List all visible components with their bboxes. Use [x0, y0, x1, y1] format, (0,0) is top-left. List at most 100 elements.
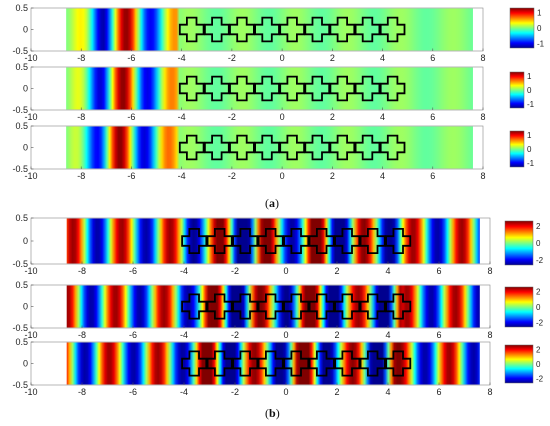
cross-scatterer-2 [204, 75, 230, 102]
colorbar-gradient [504, 220, 534, 266]
cross-scatterer-8 [354, 75, 381, 102]
x-tick-label: 4 [380, 53, 385, 63]
cross-scatterer-9 [379, 16, 406, 43]
caption-b-close: ) [275, 406, 280, 420]
y-tick-label: 0 [23, 302, 28, 312]
cross-scatterer-5 [279, 16, 305, 43]
colorbar-tick-label: 1 [537, 9, 542, 18]
field-map [66, 342, 480, 385]
colorbar-4: 20-2 [504, 220, 544, 266]
cross-scatterer-5 [279, 75, 305, 102]
x-tick-label: 0 [280, 171, 285, 181]
colorbar-tick-label: -1 [527, 100, 535, 109]
x-tick-label: 8 [480, 53, 485, 63]
cross-scatterer-7 [329, 134, 356, 161]
cross-scatterer-8 [354, 134, 381, 161]
x-tick-label: -2 [228, 112, 236, 122]
cross-scatterer-7 [329, 75, 356, 102]
x-tick-label: 6 [436, 387, 441, 397]
cross-scatterer-9 [385, 293, 412, 320]
cross-scatterer-4 [254, 75, 280, 102]
colorbar-tick-label: 0 [527, 145, 532, 154]
x-tick-label: 2 [330, 112, 335, 122]
cross-scatterer-1 [181, 350, 208, 377]
x-tick-label: -10 [24, 171, 37, 181]
x-tick-label: 0 [283, 387, 288, 397]
colorbar-6: 20-2 [504, 344, 544, 384]
y-tick-label: 0.5 [15, 3, 28, 13]
x-tick-label: 8 [487, 387, 492, 397]
x-tick-label: 8 [487, 266, 492, 276]
y-tick-label: 0 [23, 359, 28, 369]
colorbar-gradient [504, 286, 534, 328]
x-tick-label: -2 [231, 266, 239, 276]
colorbar-tick-label: -2 [536, 256, 544, 265]
colorbar-gradient [504, 344, 534, 384]
colorbar-tick-label: 2 [536, 288, 541, 297]
cross-scatterer-2 [204, 16, 230, 43]
colorbar-gradient [509, 130, 525, 168]
x-tick-label: -6 [127, 53, 135, 63]
cross-scatterer-6 [304, 75, 331, 102]
x-tick-label: -10 [24, 387, 37, 397]
x-tick-label: 8 [480, 171, 485, 181]
caption-a-letter: a [269, 196, 275, 210]
cross-scatterer-4 [254, 134, 280, 161]
cross-scatterer-7 [334, 228, 361, 254]
caption-a: (a) [265, 196, 279, 211]
caption-b-open: ( [265, 406, 269, 420]
cross-scatterer-2 [206, 293, 233, 320]
x-tick-label: -4 [178, 53, 186, 63]
colorbar-tick-label: 0 [537, 24, 542, 33]
cross-scatterer-8 [359, 293, 386, 320]
x-tick-label: 2 [334, 330, 339, 340]
cross-scatterer-2 [206, 350, 233, 377]
cross-scatterer-9 [379, 134, 406, 161]
cross-scatterer-5 [283, 228, 310, 254]
cross-scatterer-3 [232, 350, 259, 377]
cross-scatterer-7 [334, 293, 361, 320]
colorbar-tick-label: 0 [536, 360, 541, 369]
cross-scatterer-4 [257, 293, 284, 320]
x-tick-label: 2 [330, 53, 335, 63]
cross-scatterer-1 [181, 228, 208, 254]
y-tick-label: 0 [23, 25, 28, 35]
cross-scatterer-9 [385, 350, 412, 377]
colorbar-tick-label: 2 [536, 222, 541, 231]
x-tick-label: 0 [280, 53, 285, 63]
x-tick-label: -4 [178, 171, 186, 181]
x-tick-label: 6 [430, 53, 435, 63]
x-tick-label: -6 [127, 112, 135, 122]
x-tick-label: 6 [436, 330, 441, 340]
colorbar-tick-label: -2 [536, 318, 544, 327]
colorbar-gradient [509, 7, 535, 49]
x-tick-label: -6 [129, 330, 137, 340]
y-tick-label: 0.5 [15, 213, 28, 223]
y-tick-label: 0 [23, 84, 28, 94]
cross-scatterer-3 [229, 16, 255, 43]
y-tick-label: -0.5 [12, 105, 28, 115]
cross-scatterer-8 [359, 228, 386, 254]
cross-scatterer-6 [304, 134, 331, 161]
cross-scatterer-8 [354, 16, 381, 43]
cross-scatterer-6 [308, 350, 335, 377]
cross-scatterer-5 [279, 134, 305, 161]
x-tick-label: -10 [24, 53, 37, 63]
cross-scatterer-6 [308, 293, 335, 320]
cross-scatterer-9 [385, 228, 412, 254]
cross-scatterer-4 [257, 350, 284, 377]
x-tick-label: -4 [180, 387, 188, 397]
colorbar-tick-label: 1 [527, 72, 532, 81]
cross-scatterer-5 [283, 350, 310, 377]
cross-scatterer-3 [232, 228, 259, 254]
y-tick-label: 0.5 [15, 62, 28, 72]
x-tick-label: 2 [330, 171, 335, 181]
colorbar-tick-label: -2 [536, 375, 544, 384]
cross-scatterer-8 [359, 350, 386, 377]
x-tick-label: -4 [180, 330, 188, 340]
x-tick-label: -2 [228, 171, 236, 181]
